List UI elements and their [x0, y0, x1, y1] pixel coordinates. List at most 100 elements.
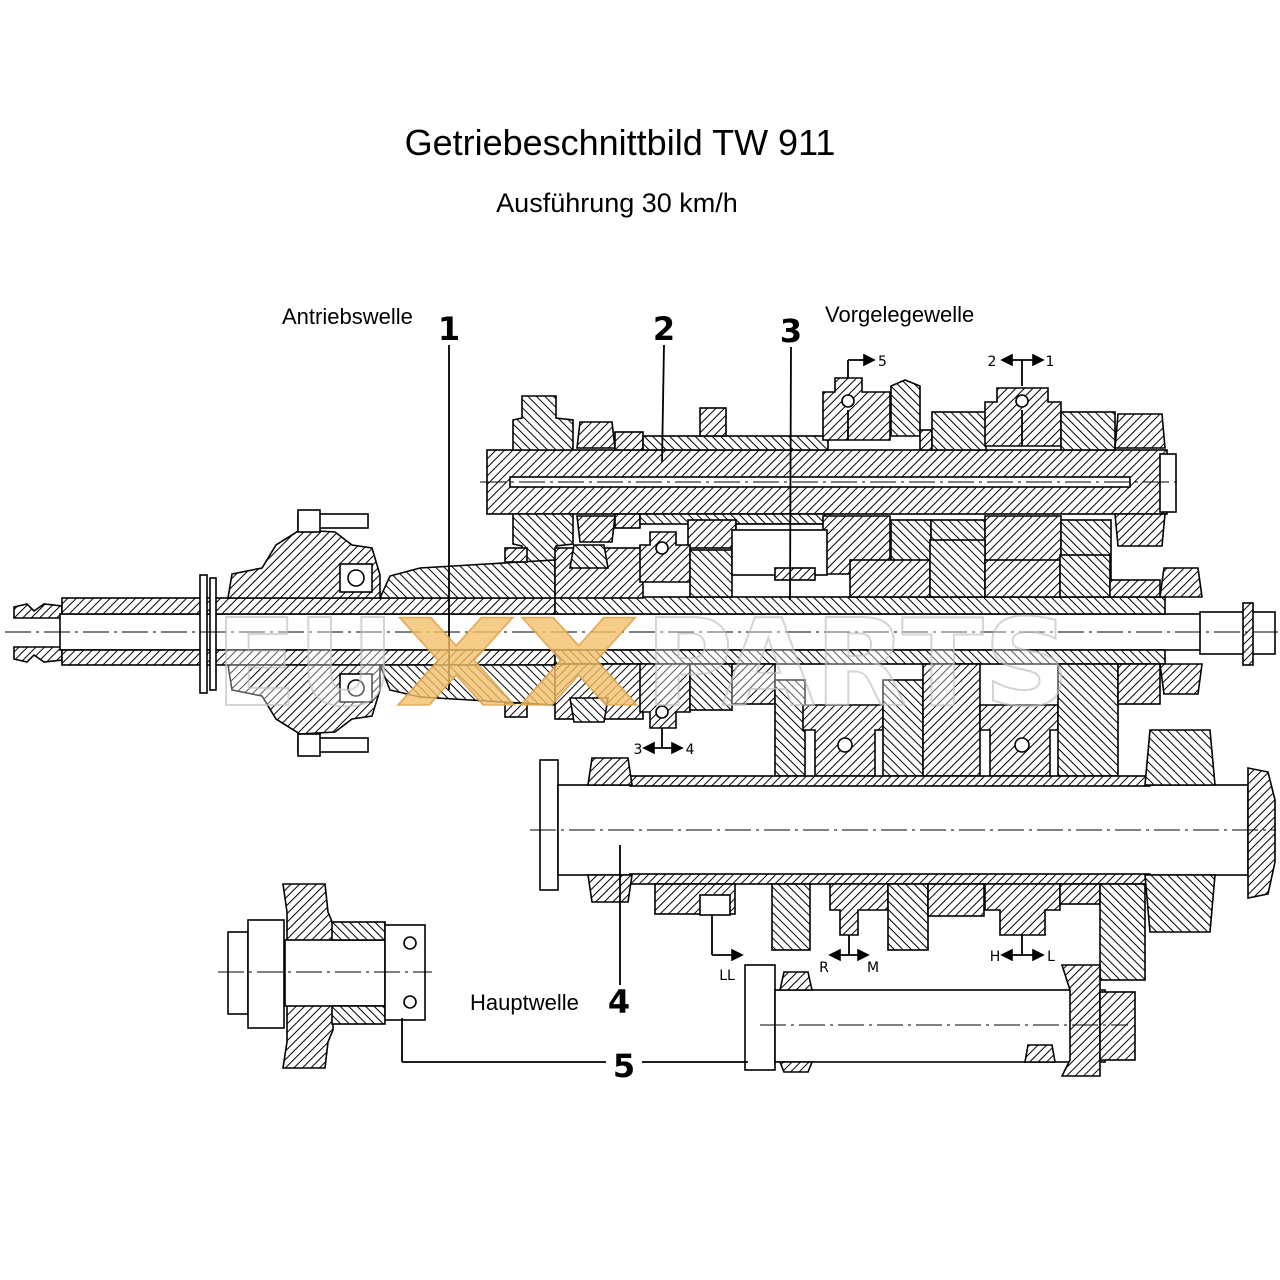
shift-arrow-r-head	[828, 948, 841, 962]
callout-5: 5	[613, 1047, 635, 1085]
housing-nut-upper	[297, 509, 321, 533]
idler-housing-right	[1060, 964, 1101, 1077]
countershaft-gear-upper	[699, 407, 727, 437]
watermark-left: EU	[215, 595, 395, 734]
output-left-bearing-lower	[587, 874, 633, 903]
label-antriebswelle: Antriebswelle	[282, 304, 413, 329]
countershaft-sleeve-upper	[642, 435, 829, 451]
detail-bushing-upper	[331, 921, 386, 941]
drive-gear-tooth-lower	[504, 702, 528, 718]
countershaft-gear-2-upper	[931, 411, 987, 451]
shift-arrow-h-head	[1000, 948, 1013, 962]
detail-bracket-hole-upper	[403, 936, 417, 950]
countershaft-end-cap	[1159, 453, 1177, 513]
shift-arrow-5-head	[863, 353, 876, 367]
countershaft-left-bearing-upper	[576, 421, 616, 449]
shift-arrow-4-head	[671, 741, 684, 755]
idler-bearing-upper	[779, 971, 813, 991]
shift-sleeve-3-4-ball-lower	[655, 705, 669, 719]
watermark: EU XX PARTS	[214, 594, 1071, 735]
main-right-bearing-upper	[1159, 567, 1203, 598]
shift-sleeve-1-2-ball	[1015, 394, 1029, 408]
label-hauptwelle: Hauptwelle	[470, 990, 579, 1015]
drive-gear-tooth-upper	[504, 547, 528, 563]
shift-sleeve-lower-1-ball	[837, 737, 853, 753]
output-shaft-lower-band	[629, 873, 1151, 885]
output-right-bearing-upper	[1144, 729, 1216, 786]
callout-1: 1	[438, 310, 460, 348]
drive-shaft-spline-upper	[13, 603, 63, 619]
output-gear-lower-small	[699, 894, 731, 916]
output-gear-lower-5	[1059, 883, 1101, 905]
output-shaft-left-flange	[539, 759, 559, 891]
output-gear-lower-4	[927, 883, 985, 917]
callout-4: 4	[608, 983, 630, 1021]
callout-2: 2	[653, 310, 675, 348]
output-gear-lower-2	[771, 883, 811, 951]
shaft-flange-disc-2	[209, 577, 217, 691]
main-shaft-lower-wall	[554, 649, 1166, 665]
shift-marker-m: M	[867, 960, 879, 976]
countershaft-collar-lower	[614, 513, 641, 529]
output-left-bearing-upper	[587, 757, 633, 786]
shift-marker-2: 2	[988, 354, 997, 370]
countershaft-gear-5-upper	[890, 379, 921, 437]
main-gear-upper-5	[1109, 579, 1161, 598]
main-gear-upper-1	[849, 559, 931, 598]
idler-bearing-right	[1024, 1044, 1056, 1063]
countershaft-left-gear-upper	[512, 395, 574, 451]
ball-bearing-lower-race	[339, 673, 373, 703]
shift-marker-5: 5	[878, 354, 887, 370]
leader-line-2	[661, 344, 665, 463]
output-stub-ring	[1242, 602, 1254, 666]
main-gear-lower-5	[1057, 663, 1119, 777]
main-gear-small-bar	[774, 567, 816, 581]
housing-right-lower	[1099, 883, 1146, 981]
output-gear-lower-3	[887, 883, 929, 951]
label-vorgelegewelle: Vorgelegewelle	[825, 302, 974, 327]
shift-arrow-3-head	[642, 741, 655, 755]
detail-bushing-lower	[331, 1005, 386, 1025]
idler-shaft-body	[774, 989, 1106, 1063]
watermark-middle: XX	[395, 595, 640, 734]
main-gear-upper-2	[929, 539, 986, 598]
countershaft-right-bearing-upper	[1114, 413, 1166, 449]
shift-arrow-m-head	[857, 948, 870, 962]
housing-nut-lower	[297, 733, 321, 757]
main-gear-lower-4	[922, 663, 981, 777]
shift-marker-3: 3	[634, 742, 643, 758]
idler-shaft-nut	[1099, 991, 1136, 1061]
countershaft-gear-lower	[687, 519, 737, 549]
shift-arrow-ll-head	[731, 948, 744, 962]
countershaft-right-bearing-lower	[1114, 513, 1166, 547]
main-gear-lower-6	[1117, 663, 1161, 705]
watermark-right: PARTS	[645, 595, 1070, 734]
ball-bearing-upper	[347, 569, 365, 587]
leader-line-3	[789, 346, 792, 601]
shift-sleeve-lower-2-ball	[1014, 737, 1030, 753]
shaft-flange-disc-1	[199, 574, 208, 694]
shift-arrow-l-head	[1032, 948, 1045, 962]
shift-marker-r: R	[819, 960, 829, 976]
main-gear-upper-4	[1059, 554, 1111, 598]
shift-marker-4: 4	[686, 742, 695, 758]
page-title: Getriebeschnittbild TW 911	[405, 122, 836, 163]
output-shaft-upper-band	[629, 775, 1151, 787]
output-right-flange	[1247, 767, 1276, 899]
countershaft-left-bearing-lower	[576, 515, 616, 543]
main-left-bearing-upper	[569, 544, 609, 569]
detail-bracket-hole-lower	[403, 995, 417, 1009]
main-gear-3-upper	[689, 549, 733, 598]
ball-bearing-lower	[347, 679, 365, 697]
shift-marker-1: 1	[1046, 354, 1055, 370]
countershaft-spacer	[919, 429, 933, 451]
countershaft-collar-upper	[614, 431, 644, 451]
callout-3: 3	[780, 312, 802, 350]
countershaft-gear-1-upper	[1060, 411, 1116, 451]
shift-marker-ll: LL	[719, 968, 735, 984]
shift-marker-l: L	[1047, 949, 1055, 965]
shift-sleeve-5-upper	[822, 377, 891, 441]
output-stub	[1199, 611, 1276, 655]
idler-bearing-lower	[778, 1061, 814, 1073]
